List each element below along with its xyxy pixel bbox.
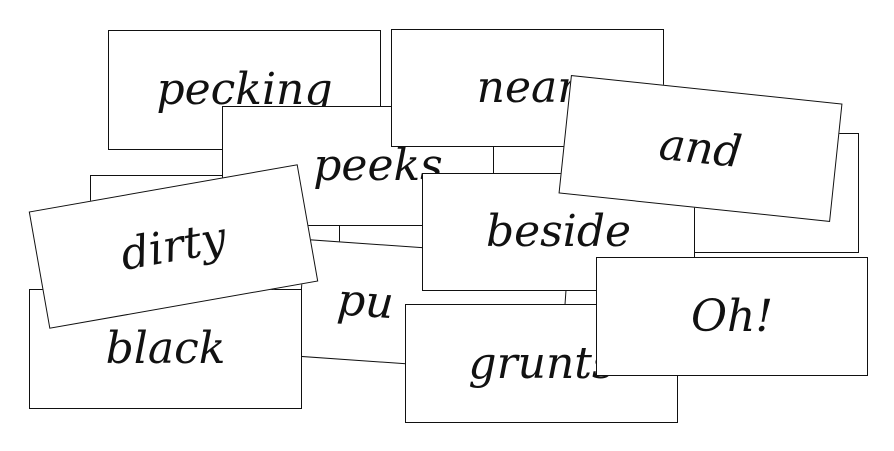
word-card-label: dirty [116, 211, 230, 281]
word-card-label: pecking [156, 64, 333, 115]
word-card-oh: Oh! [596, 257, 868, 376]
word-card-label: grunts [468, 337, 615, 389]
word-card-label: black [105, 323, 226, 374]
word-card-label: peeks [313, 140, 443, 191]
word-card-label: and [656, 118, 745, 178]
word-card-label: Oh! [690, 290, 774, 342]
word-card-label: near [476, 62, 579, 113]
word-card-label: beside [485, 206, 632, 257]
